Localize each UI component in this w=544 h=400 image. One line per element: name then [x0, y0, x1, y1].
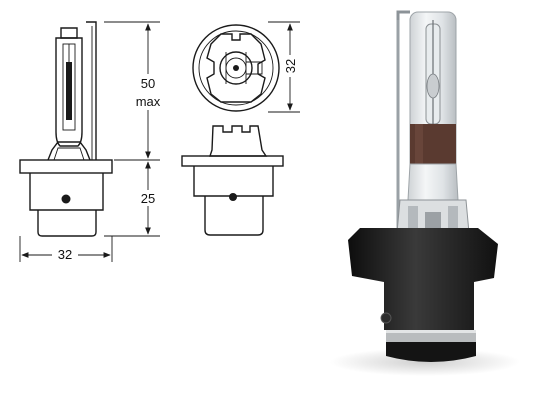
overall-height-label: 50	[141, 76, 155, 91]
base-height-label: 25	[141, 191, 155, 206]
bulb-photo	[330, 10, 520, 376]
width-dimension: 32	[19, 236, 113, 263]
height-dimensions: 50 max 25	[104, 21, 165, 237]
overall-height-note: max	[136, 94, 161, 109]
front-view	[181, 125, 284, 236]
base-width-label: 32	[58, 247, 72, 262]
top-view-diameter-label: 32	[283, 59, 298, 73]
top-view: 32	[192, 21, 300, 113]
side-view	[19, 21, 113, 237]
